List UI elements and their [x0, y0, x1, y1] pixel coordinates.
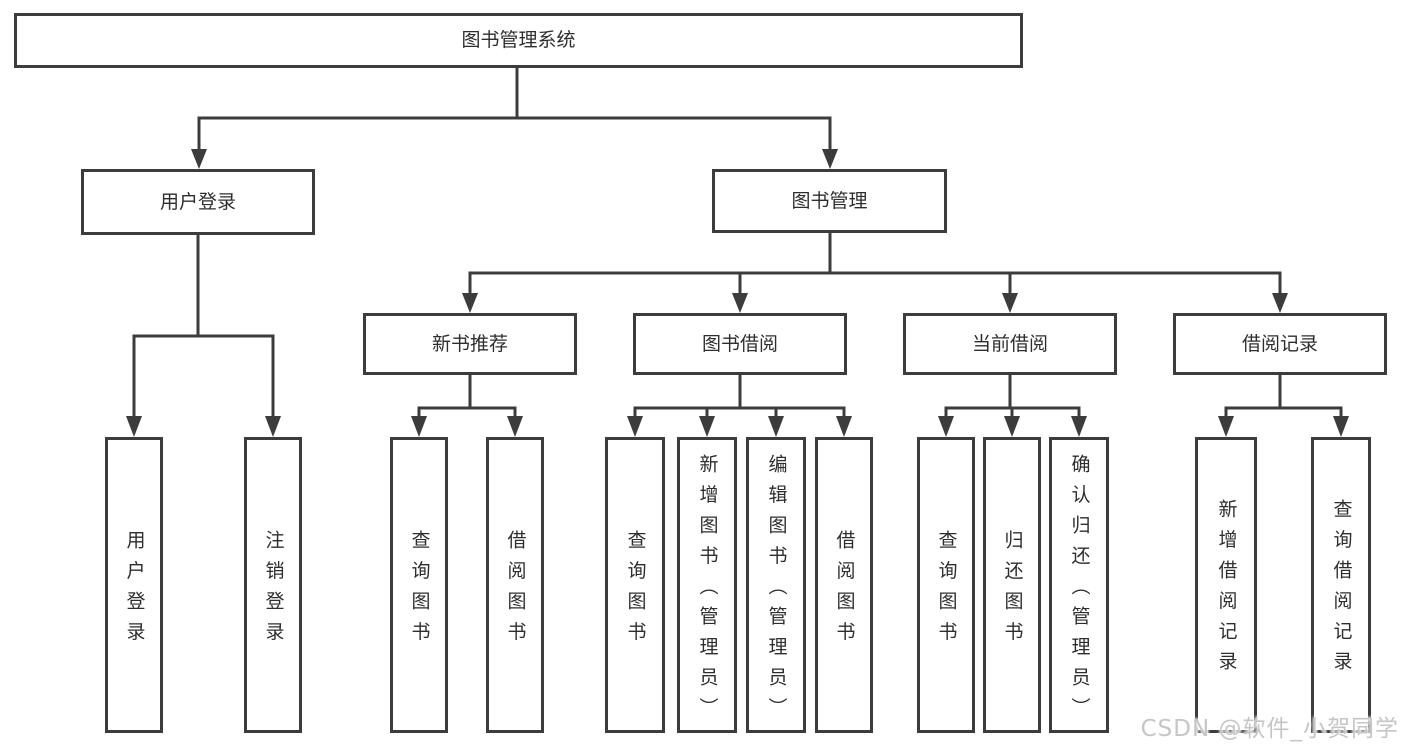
node-leaf-logout: 注销登录	[244, 437, 302, 733]
node-leaf-current-query-book: 查询图书	[917, 437, 975, 733]
node-label: 新增图书（管理员）	[696, 453, 719, 728]
node-label: 用户登录	[159, 190, 236, 213]
node-leaf-query-borrow-record: 查询借阅记录	[1311, 437, 1371, 733]
node-label: 借阅图书	[833, 529, 856, 652]
node-label: 新增借阅记录	[1215, 499, 1238, 682]
node-label: 查询图书	[408, 529, 431, 652]
node-label: 借阅图书	[504, 529, 527, 652]
node-library-management-system: 图书管理系统	[14, 13, 1023, 68]
node-leaf-recommend-borrow-book: 借阅图书	[486, 437, 544, 733]
node-leaf-recommend-query-book: 查询图书	[390, 437, 448, 733]
node-label: 图书管理系统	[461, 29, 576, 51]
node-current-borrow: 当前借阅	[903, 313, 1117, 375]
connector-borrowrecord-to-leaves	[1218, 375, 1349, 437]
node-label: 查询借阅记录	[1330, 499, 1353, 682]
node-label: 当前借阅	[971, 332, 1048, 355]
node-label: 确认归还（管理员）	[1068, 453, 1091, 728]
node-label: 查询图书	[935, 529, 958, 652]
node-label: 新书推荐	[431, 332, 508, 355]
node-leaf-borrow-book: 借阅图书	[815, 437, 873, 733]
csdn-watermark: CSDN @软件_小贺同学	[1140, 716, 1399, 742]
node-label: 注销登录	[262, 529, 285, 652]
node-user-login: 用户登录	[81, 169, 315, 235]
node-leaf-user-login: 用户登录	[105, 437, 163, 733]
node-label: 图书管理	[791, 189, 868, 212]
node-label: 图书借阅	[701, 332, 778, 355]
connector-bookmgmt-to-level3	[462, 233, 1288, 313]
connector-root-to-level2	[191, 68, 838, 169]
node-leaf-edit-book-admin: 编辑图书（管理员）	[746, 437, 806, 733]
connector-userlogin-to-leaves	[126, 235, 281, 437]
node-label: 编辑图书（管理员）	[765, 453, 788, 728]
node-borrow-record: 借阅记录	[1173, 313, 1387, 375]
node-leaf-add-book-admin: 新增图书（管理员）	[677, 437, 737, 733]
connector-bookborrow-to-leaves	[627, 375, 852, 437]
node-label: 用户登录	[123, 529, 146, 652]
node-book-management: 图书管理	[712, 169, 947, 233]
node-leaf-borrow-query-book: 查询图书	[605, 437, 665, 733]
node-book-borrow: 图书借阅	[633, 313, 847, 375]
node-leaf-confirm-return-admin: 确认归还（管理员）	[1049, 437, 1109, 733]
node-leaf-add-borrow-record: 新增借阅记录	[1195, 437, 1257, 733]
connector-currentborrow-to-leaves	[938, 375, 1087, 437]
node-leaf-return-book: 归还图书	[983, 437, 1041, 733]
node-label: 查询图书	[624, 529, 647, 652]
connector-newbookrec-to-leaves	[411, 375, 523, 437]
node-new-book-recommend: 新书推荐	[363, 313, 577, 375]
node-label: 归还图书	[1001, 529, 1024, 652]
node-label: 借阅记录	[1241, 332, 1318, 355]
